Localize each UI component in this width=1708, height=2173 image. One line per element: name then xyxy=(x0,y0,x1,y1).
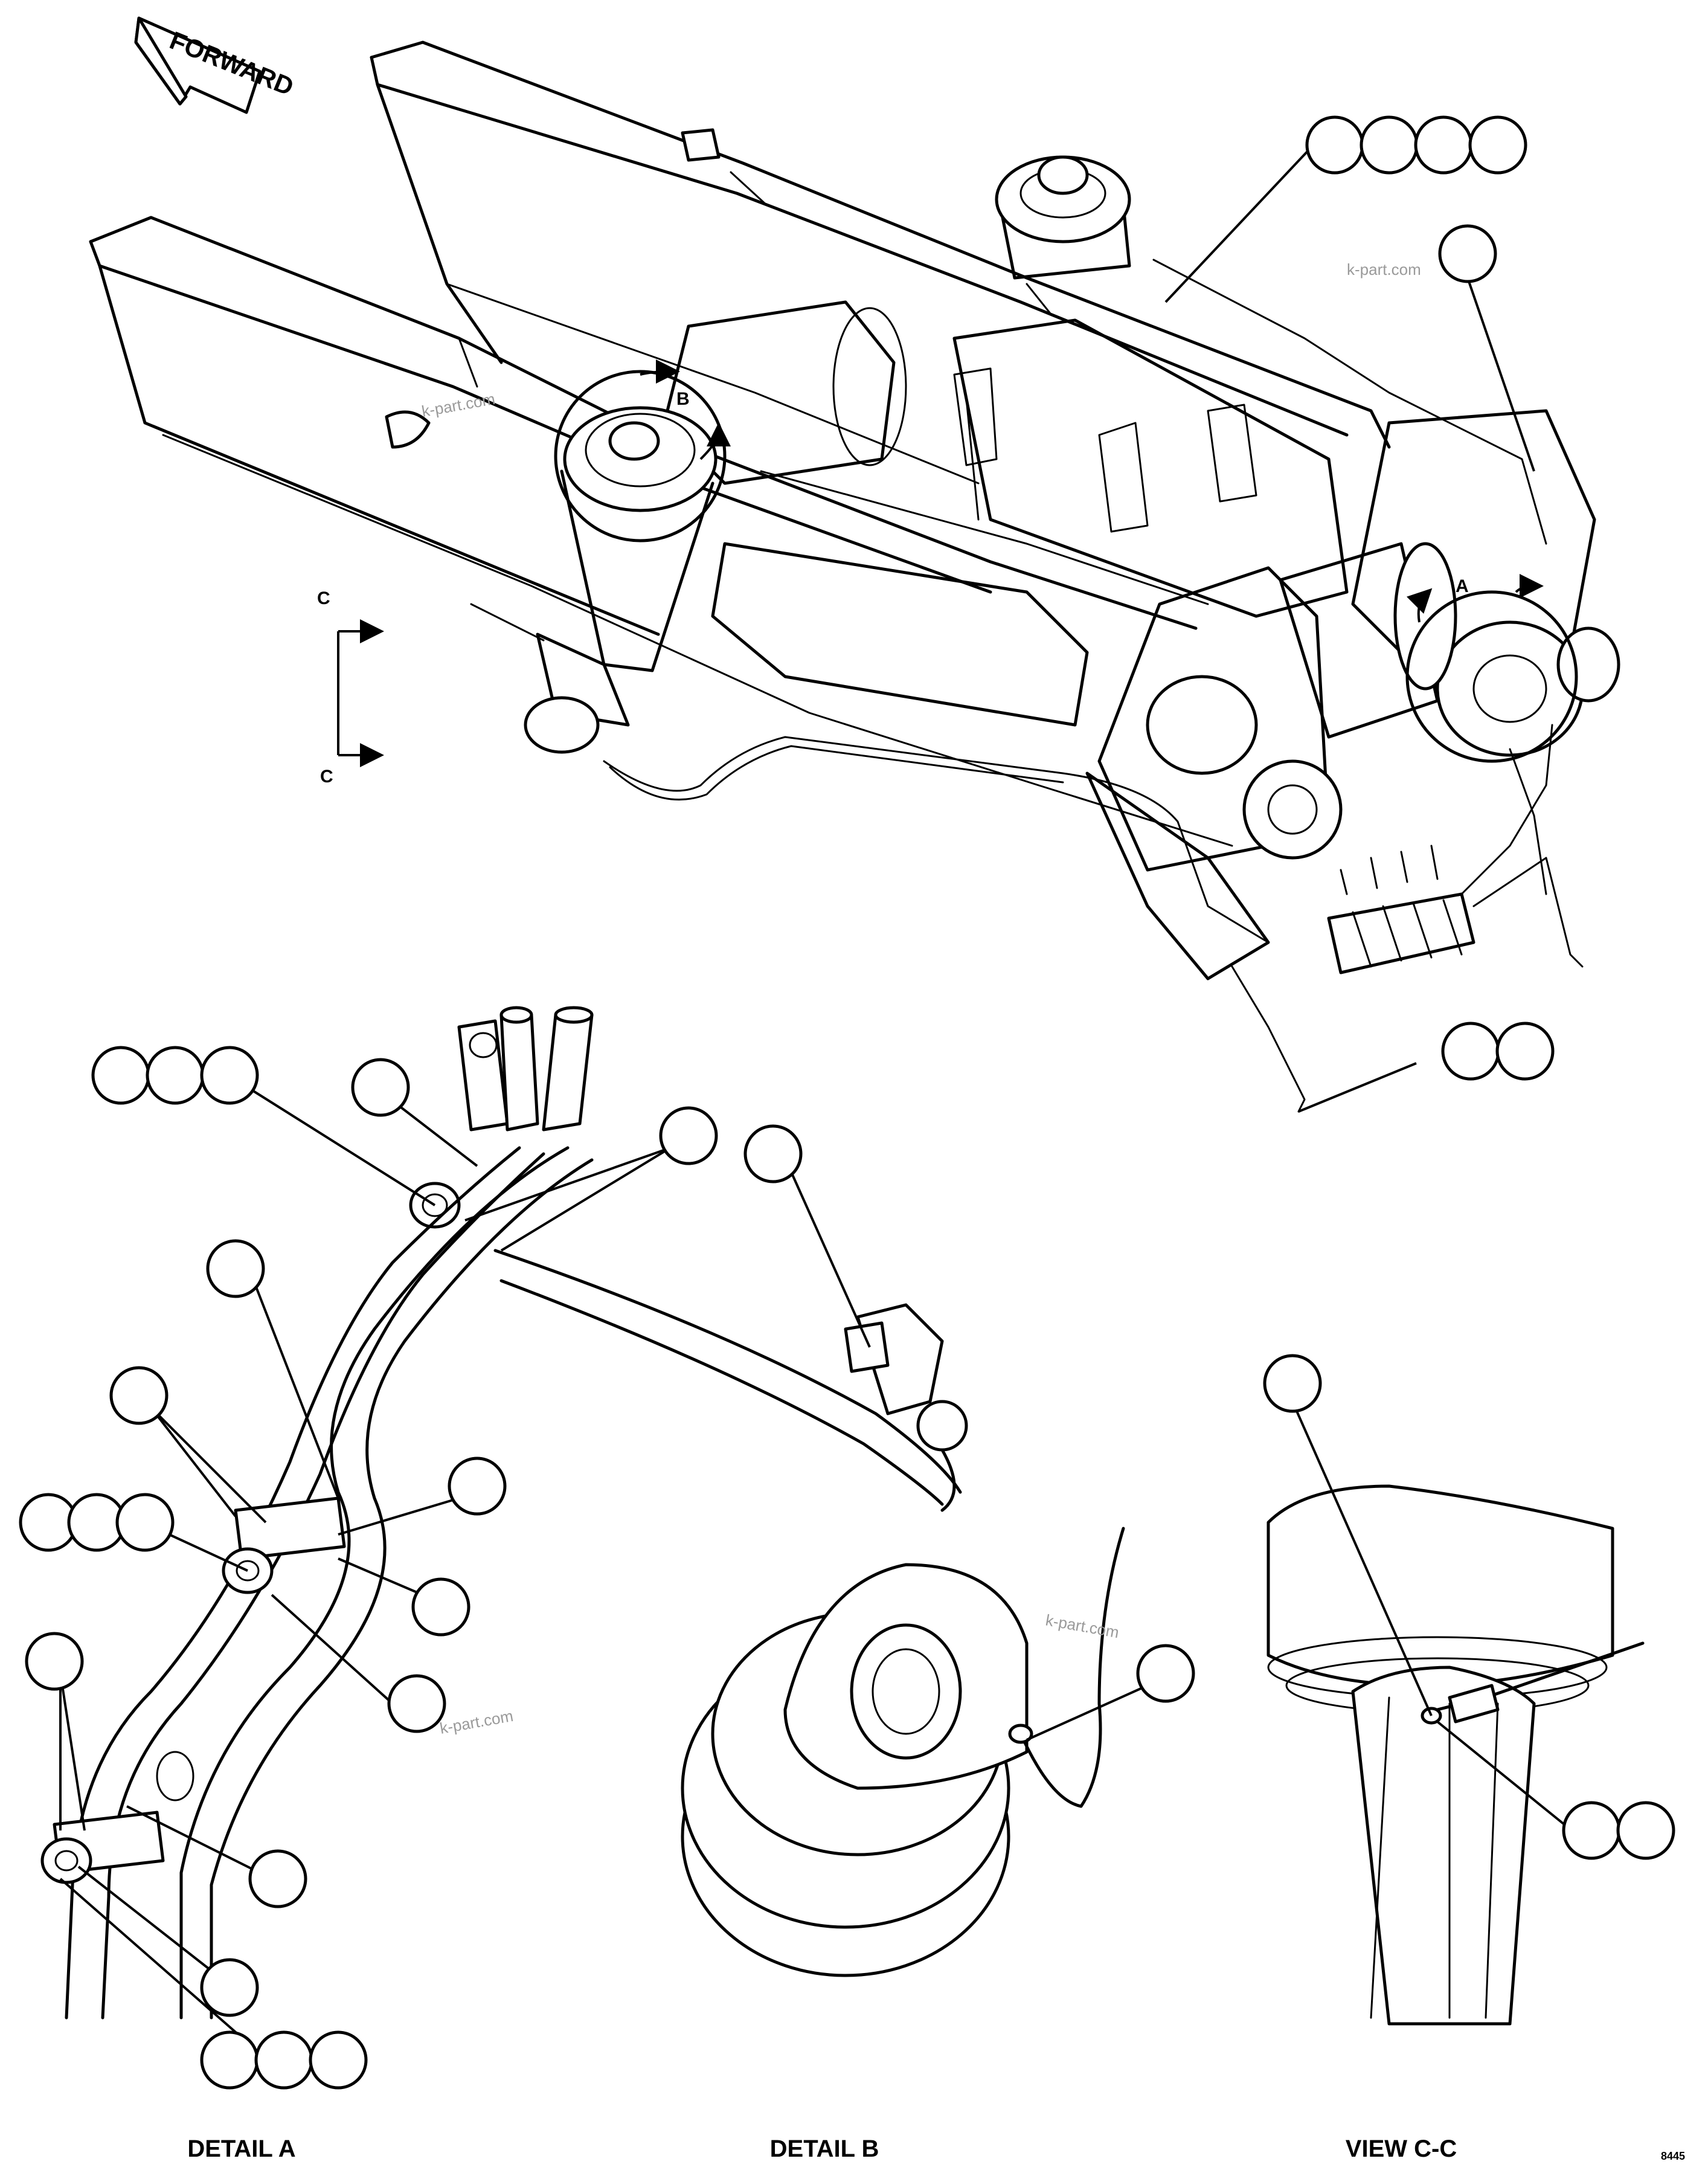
callout-bubble xyxy=(1495,1022,1555,1081)
section-cc-marker: C C xyxy=(317,588,384,787)
callout-top-right xyxy=(1438,224,1535,472)
callout-bubble xyxy=(200,1958,259,2017)
callout-bubble xyxy=(109,1366,169,1425)
callout-bubble xyxy=(200,1046,259,1105)
sheet-id: 8445 xyxy=(1661,2150,1685,2162)
detail-b-marker: B xyxy=(640,359,731,460)
callout-bubble xyxy=(1616,1801,1675,1860)
callout-bubble xyxy=(206,1239,265,1298)
callout-bubble xyxy=(1360,115,1419,175)
callout-bubble xyxy=(25,1632,84,1691)
detail-b-callout xyxy=(1026,1644,1195,1741)
callout-bubble xyxy=(411,1577,470,1637)
callout-bubble xyxy=(1136,1644,1195,1703)
detail-a-callouts xyxy=(19,1046,871,2090)
callout-bubble xyxy=(659,1106,718,1165)
detail-b-drawing xyxy=(681,1527,1125,1977)
watermark: k-part.com xyxy=(1347,260,1421,278)
callout-bubble xyxy=(351,1058,410,1117)
detail-a-marker-label: A xyxy=(1456,576,1469,596)
watermark: k-part.com xyxy=(1044,1611,1120,1641)
callout-group-top xyxy=(1164,115,1527,303)
watermark: k-part.com xyxy=(438,1707,515,1737)
swing-bearing-upper xyxy=(995,155,1131,280)
detail-b-circle xyxy=(554,370,727,542)
boom-frame-assembly xyxy=(89,40,1620,1113)
detail-b-caption: DETAIL B xyxy=(770,2136,879,2162)
callout-bubble xyxy=(1468,115,1527,175)
callout-bubble xyxy=(200,2030,259,2090)
elbow-fitting xyxy=(844,1303,968,1512)
detail-a-circle xyxy=(1405,590,1578,763)
view-cc-callouts xyxy=(1263,1354,1675,1860)
view-cc-caption: VIEW C-C xyxy=(1346,2136,1457,2162)
watermark: k-part.com xyxy=(420,390,496,420)
callout-bubble xyxy=(146,1046,205,1105)
callout-pair-middle xyxy=(1298,1022,1555,1113)
callout-bubble xyxy=(1263,1354,1322,1413)
callout-bubble xyxy=(1562,1801,1621,1860)
callout-bubble xyxy=(1414,115,1473,175)
swing-bearing-center xyxy=(524,406,718,754)
view-cc-drawing xyxy=(1267,1484,1645,2026)
callout-bubble xyxy=(1305,115,1364,175)
section-c-bottom-label: C xyxy=(320,767,333,787)
callout-bubble xyxy=(248,1849,307,1908)
section-c-top-label: C xyxy=(317,588,330,608)
callout-bubble xyxy=(254,2030,313,2090)
callout-bubble xyxy=(309,2030,368,2090)
callout-bubble xyxy=(115,1493,175,1552)
callout-bubble xyxy=(91,1046,150,1105)
detail-a-caption: DETAIL A xyxy=(187,2136,295,2162)
callout-bubble xyxy=(448,1457,507,1516)
forward-arrow: FORWARD xyxy=(134,16,298,114)
callout-bubble xyxy=(1441,1022,1500,1081)
callout-bubble xyxy=(387,1674,446,1733)
callout-bubble xyxy=(743,1124,803,1183)
detail-a-marker: A xyxy=(1406,574,1544,623)
detail-b-marker-label: B xyxy=(676,389,690,409)
callout-bubble xyxy=(1438,224,1497,283)
